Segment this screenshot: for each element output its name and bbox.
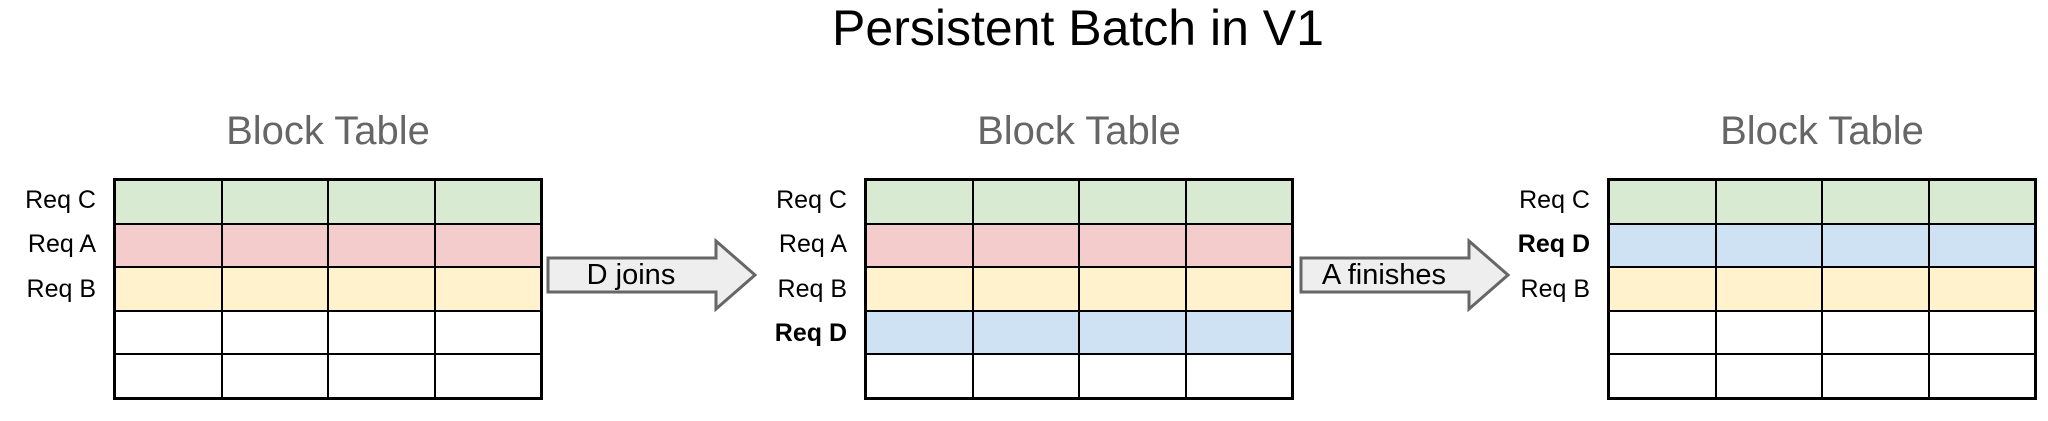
block-table-panel-3: Block Table Req C Req D Req B (1494, 108, 2037, 400)
block-cell (1823, 181, 1928, 223)
block-cell (1080, 355, 1185, 397)
block-cell (973, 355, 1078, 397)
block-table-grid (1607, 178, 2037, 400)
block-cell (1716, 181, 1821, 223)
block-cell (1929, 268, 2034, 310)
block-table-grid (864, 178, 1294, 400)
row-labels: Req C Req A Req B (0, 178, 96, 400)
row-label: Req D (1517, 230, 1590, 259)
transition-arrow-d-joins: D joins (546, 238, 758, 312)
block-cell (435, 181, 540, 223)
block-cell (1716, 355, 1821, 397)
block-cell (1080, 224, 1185, 267)
row-label (751, 356, 847, 400)
block-table-heading: Block Table (977, 109, 1181, 153)
block-cell (867, 311, 972, 354)
block-cell (1929, 311, 2034, 354)
row-label: Req C (25, 185, 96, 214)
block-cell (867, 355, 972, 397)
block-cell (1080, 268, 1185, 310)
block-cell (435, 224, 540, 267)
block-cell (1929, 355, 2034, 397)
row-label: Req C (776, 185, 847, 214)
block-cell (973, 311, 1078, 354)
row-label (1494, 311, 1590, 355)
block-cell (116, 224, 221, 267)
row-label: Req A (27, 230, 96, 259)
block-cell (1080, 311, 1185, 354)
block-cell (1186, 268, 1291, 310)
block-cell (1823, 311, 1928, 354)
row-labels: Req C Req D Req B (1494, 178, 1590, 400)
block-cell (435, 311, 540, 354)
row-label: Req B (1520, 274, 1590, 303)
arrow-label: D joins (586, 258, 676, 291)
block-cell (973, 268, 1078, 310)
block-cell (329, 181, 434, 223)
block-cell (222, 268, 327, 310)
block-cell (1186, 181, 1291, 223)
page-title: Persistent Batch in V1 (832, 0, 1324, 56)
block-cell (1716, 268, 1821, 310)
block-cell (435, 355, 540, 397)
block-cell (116, 268, 221, 310)
block-cell (973, 181, 1078, 223)
row-label: Req B (26, 274, 96, 303)
transition-arrow-a-finishes: A finishes (1299, 238, 1511, 312)
block-table-panel-2: Block Table Req C Req A Req B Req D (751, 108, 1294, 400)
block-cell (1610, 355, 1715, 397)
block-cell (329, 355, 434, 397)
block-cell (1080, 181, 1185, 223)
row-label: Req D (774, 318, 847, 347)
block-cell (1186, 355, 1291, 397)
row-label (0, 311, 96, 355)
block-cell (1929, 181, 2034, 223)
arrow-label: A finishes (1321, 258, 1447, 291)
block-cell (1186, 311, 1291, 354)
block-cell (1610, 224, 1715, 267)
block-cell (1823, 224, 1928, 267)
block-cell (329, 224, 434, 267)
row-label (0, 356, 96, 400)
block-table-panel-1: Block Table Req C Req A Req B (0, 108, 543, 400)
block-cell (1929, 224, 2034, 267)
block-table-heading: Block Table (226, 109, 430, 153)
row-labels: Req C Req A Req B Req D (751, 178, 847, 400)
block-cell (329, 268, 434, 310)
block-cell (222, 224, 327, 267)
block-cell (1610, 268, 1715, 310)
row-label: Req A (778, 230, 847, 259)
block-cell (1610, 181, 1715, 223)
right-arrow-icon (546, 238, 758, 312)
row-label (1494, 356, 1590, 400)
block-cell (1823, 268, 1928, 310)
block-cell (222, 181, 327, 223)
block-cell (116, 181, 221, 223)
block-cell (1716, 224, 1821, 267)
block-cell (973, 224, 1078, 267)
block-cell (1716, 311, 1821, 354)
block-cell (1610, 311, 1715, 354)
block-cell (867, 268, 972, 310)
block-cell (222, 311, 327, 354)
block-table-grid (113, 178, 543, 400)
block-table-heading: Block Table (1720, 109, 1924, 153)
block-cell (222, 355, 327, 397)
block-cell (116, 311, 221, 354)
row-label: Req C (1519, 185, 1590, 214)
block-cell (329, 311, 434, 354)
row-label: Req B (777, 274, 847, 303)
block-cell (1186, 224, 1291, 267)
block-cell (116, 355, 221, 397)
block-cell (435, 268, 540, 310)
block-cell (867, 181, 972, 223)
right-arrow-icon (1299, 238, 1511, 312)
block-cell (1823, 355, 1928, 397)
block-cell (867, 224, 972, 267)
